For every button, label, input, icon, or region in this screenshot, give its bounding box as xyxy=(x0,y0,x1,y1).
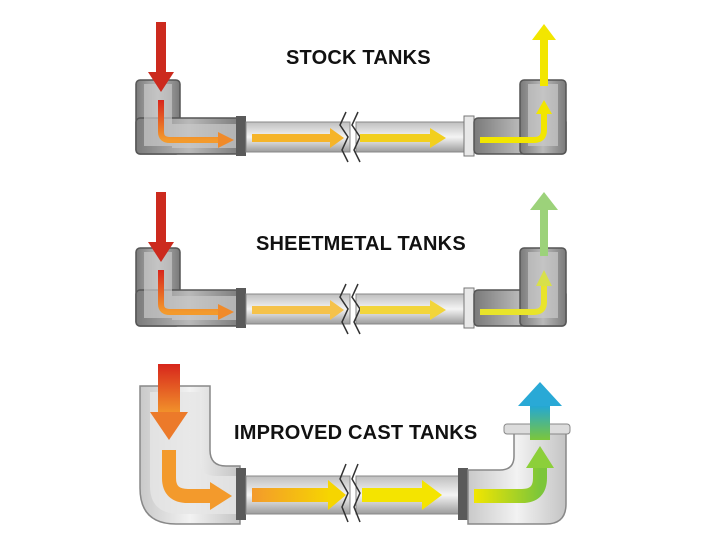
outlet-elbow xyxy=(467,423,571,525)
outlet-flow-arrow xyxy=(480,24,556,143)
pipe-clamp xyxy=(236,116,246,156)
sheetmetal-tanks-diagram xyxy=(135,192,567,335)
inlet-elbow xyxy=(139,385,241,525)
outlet-flow-arrow xyxy=(474,382,562,503)
improved-cast-tanks-title: IMPROVED CAST TANKS xyxy=(234,422,478,444)
inlet-flow-arrow xyxy=(150,364,232,510)
tube-flow-arrows xyxy=(252,128,446,148)
pipe-clamp xyxy=(236,468,246,520)
stock-tanks-diagram xyxy=(135,22,567,163)
pipe-clamp xyxy=(458,468,468,520)
tube-flow-arrows xyxy=(252,300,446,320)
pipe-clamp xyxy=(463,115,475,157)
stock-tanks-title: STOCK TANKS xyxy=(286,47,431,69)
pipe-clamp xyxy=(236,288,246,328)
tube-flow-arrows xyxy=(252,480,442,510)
sheetmetal-tanks-title: SHEETMETAL TANKS xyxy=(256,233,466,255)
outlet-flow-arrow xyxy=(480,192,558,315)
inlet-flow-arrow xyxy=(148,192,234,320)
improved-cast-tanks-diagram xyxy=(139,364,571,525)
inlet-flow-arrow xyxy=(148,22,234,148)
pipe-clamp xyxy=(463,287,475,329)
